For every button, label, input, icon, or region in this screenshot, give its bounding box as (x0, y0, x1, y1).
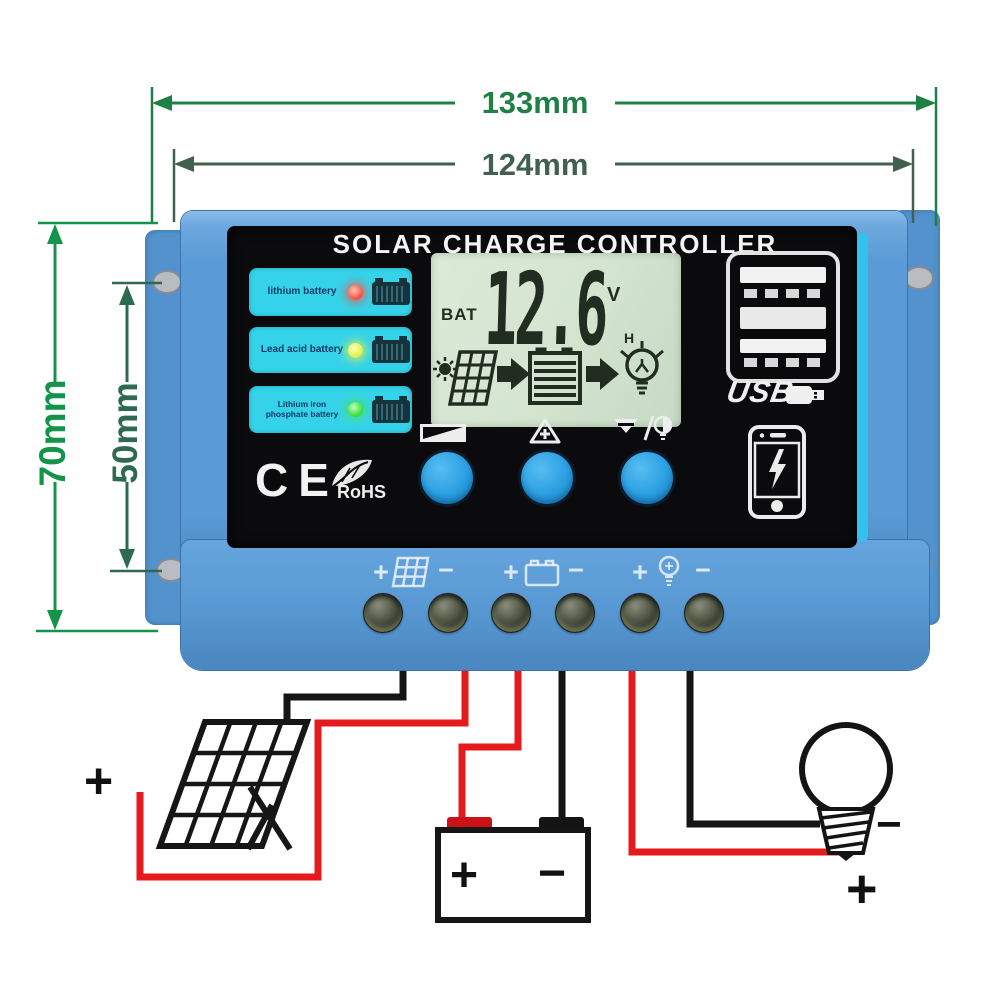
battery-plus-label: + (503, 557, 519, 587)
lamp-terminal-icon (658, 555, 680, 586)
light-bulb-icon (799, 722, 893, 861)
load-negative-sign: − (876, 800, 902, 849)
solar-terminal-icon (391, 556, 430, 588)
lcd-lamp-icon: H (620, 330, 664, 395)
dim-label-124mm: 124mm (481, 147, 589, 182)
load-positive-wire (628, 650, 843, 856)
led-indicator-yellow (348, 342, 363, 358)
ce-mark: CE (255, 454, 339, 506)
usb-port-slots (740, 267, 826, 367)
rohs-leaf-icon (327, 459, 372, 491)
battery-icon (372, 336, 410, 363)
increase-icon (529, 418, 561, 444)
lcd-flow-icons (433, 347, 619, 406)
dim-label-70mm: 70mm (32, 379, 73, 487)
battery-type-label: lithium battery (267, 286, 337, 298)
rohs-mark: RoHS (337, 482, 386, 502)
dim-124mm (172, 149, 915, 223)
usb-plug-icon (786, 386, 824, 404)
arrow-icon (586, 358, 619, 390)
terminal-screw-load-minus (684, 593, 724, 633)
battery-symbol (435, 817, 591, 923)
lcd-volt-unit: V (607, 284, 621, 306)
arrow-icon (497, 358, 530, 390)
battery-lcd-icon (528, 347, 582, 405)
dual-usb-ports (726, 251, 840, 383)
battery-select-icon (420, 424, 466, 442)
battery-positive-sign: + (450, 849, 479, 902)
terminal-screw-battery-plus (491, 593, 531, 633)
load-plus-label: + (632, 557, 648, 587)
terminal-cover (181, 540, 929, 670)
dim-label-133mm: 133mm (481, 85, 589, 120)
load-minus-label: − (695, 555, 711, 585)
dim-50mm (110, 281, 162, 573)
terminal-labels: + − + − + − (373, 555, 711, 588)
solar-panel-lcd-icon (447, 350, 499, 406)
terminal-screw-battery-minus (555, 593, 595, 633)
solar-positive-sign: + (84, 753, 114, 809)
sun-icon (433, 357, 457, 381)
dim-label-50mm: 50mm (106, 382, 145, 484)
battery-minus-label: − (568, 555, 584, 585)
battery-type-label: Lithium iron phosphate battery (265, 398, 339, 419)
decrease-load-button (621, 452, 673, 504)
dim-133mm (150, 87, 938, 226)
indicator-lithium-iron-phosphate-battery: Lithium iron phosphate battery (249, 386, 412, 433)
terminal-screw-solar-plus (363, 593, 403, 633)
lcd-display: BAT 12.6 V H (431, 251, 681, 427)
indicator-lead-acid-battery: Lead acid battery (249, 327, 412, 373)
battery-select-button (421, 452, 473, 504)
increase-button (521, 452, 573, 504)
battery-type-label: Lead acid battery (260, 344, 344, 356)
led-indicator-red (348, 284, 363, 300)
terminal-screw-load-plus (620, 593, 660, 633)
terminal-screw-solar-minus (428, 593, 468, 633)
phone-charging-icon (748, 425, 806, 519)
led-indicator-green (348, 402, 363, 417)
load-negative-wire (686, 650, 820, 828)
battery-icon (372, 278, 410, 305)
solar-minus-label: − (438, 555, 454, 585)
load-positive-sign: + (846, 859, 878, 919)
battery-positive-wire (458, 650, 522, 822)
indicator-lithium-battery: lithium battery (249, 268, 412, 316)
battery-icon (372, 395, 410, 423)
solar-positive-wire (136, 650, 469, 881)
dim-70mm (36, 221, 158, 633)
lcd-bat-label: BAT (441, 305, 478, 324)
solar-plus-label: + (373, 557, 389, 587)
battery-negative-sign: − (538, 847, 567, 900)
solar-panel-icon (155, 719, 312, 851)
battery-terminal-icon (524, 559, 560, 587)
panel-edge-strip (857, 233, 868, 541)
lcd-hour-label: H (624, 330, 634, 346)
decrease-lamp-icon (614, 415, 673, 441)
